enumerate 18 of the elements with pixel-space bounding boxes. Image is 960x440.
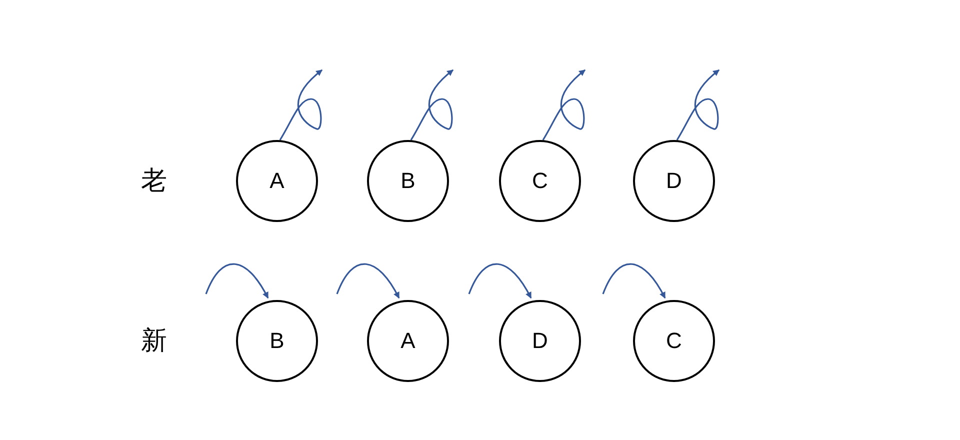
circle-node: C: [499, 140, 581, 222]
curved-arrow: [410, 69, 454, 140]
curved-arrow: [205, 263, 269, 299]
row-label: 新: [141, 326, 167, 356]
circle-node: D: [499, 300, 581, 382]
curved-arrow: [279, 69, 323, 140]
curved-arrow: [676, 69, 720, 140]
curved-arrow: [542, 69, 586, 140]
curved-arrow: [602, 263, 666, 299]
curved-arrow: [468, 263, 532, 299]
circle-node: B: [367, 140, 449, 222]
circle-node: B: [236, 300, 318, 382]
curved-arrow: [336, 263, 400, 299]
circle-node: A: [236, 140, 318, 222]
row-label: 老: [141, 166, 167, 196]
circle-node: C: [633, 300, 715, 382]
circle-node: D: [633, 140, 715, 222]
circle-node: A: [367, 300, 449, 382]
